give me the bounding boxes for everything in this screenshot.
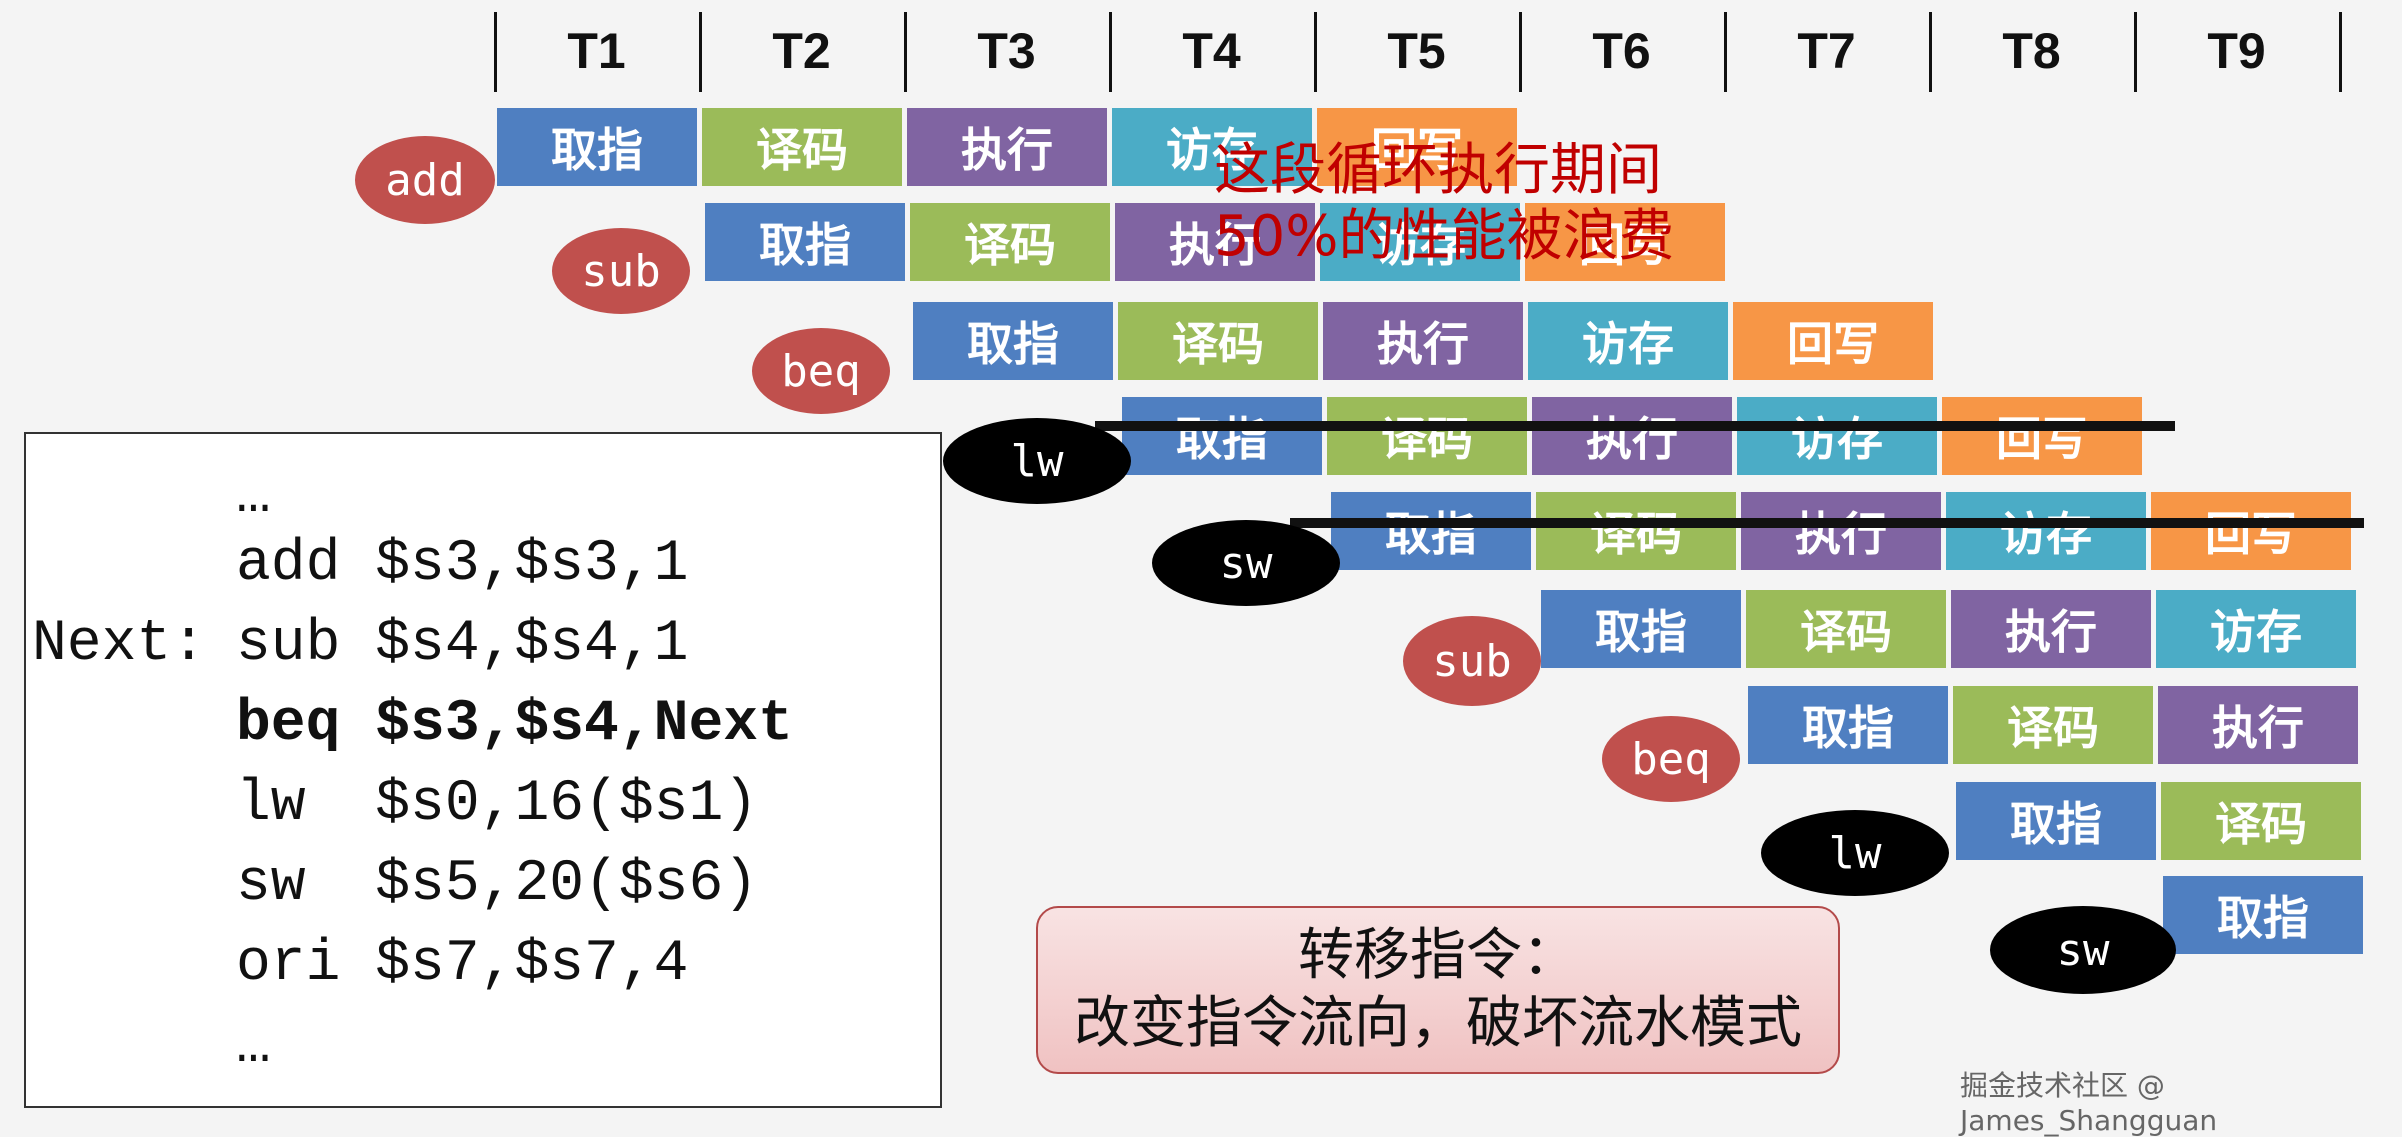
code-line: sub $s4,$s4,1 xyxy=(236,612,689,677)
stage-memory: 访存 xyxy=(2156,590,2356,668)
stage-writeback: 回写 xyxy=(2151,492,2351,570)
stage-fetch: 取指 xyxy=(1956,782,2156,860)
stage-decode: 译码 xyxy=(1536,492,1736,570)
strike-line xyxy=(1290,518,2364,528)
stage-execute: 执行 xyxy=(1115,203,1315,281)
code-listing: … add $s3,$s3,1 Next: sub $s4,$s4,1 beq … xyxy=(24,432,942,1108)
divider xyxy=(1724,12,1727,92)
stage-execute: 执行 xyxy=(1741,492,1941,570)
divider xyxy=(1109,12,1112,92)
divider xyxy=(2134,12,2137,92)
divider xyxy=(2339,12,2342,92)
waste-note-line1: 这段循环执行期间 xyxy=(1214,138,1662,203)
stage-execute: 执行 xyxy=(1951,590,2151,668)
divider xyxy=(1519,12,1522,92)
branch-callout: 转移指令： 改变指令流向，破坏流水模式 xyxy=(1036,906,1840,1074)
stage-fetch: 取指 xyxy=(1748,686,1948,764)
stage-writeback: 回写 xyxy=(1525,203,1725,281)
time-label-t9: T9 xyxy=(2207,23,2266,79)
code-line: lw $s0,16($s1) xyxy=(236,772,759,837)
stage-writeback: 回写 xyxy=(1317,108,1517,186)
stage-decode: 译码 xyxy=(1327,397,1527,475)
waste-note-line2: 50%的性能被浪费 xyxy=(1214,204,1675,269)
stage-execute: 执行 xyxy=(907,108,1107,186)
watermark: 掘金技术社区 @ James_Shangguan xyxy=(1960,1069,2218,1137)
time-label-t1: T1 xyxy=(567,23,626,79)
time-label-t5: T5 xyxy=(1387,23,1446,79)
instr-oval-sw: sw xyxy=(1152,520,1340,606)
stage-fetch: 取指 xyxy=(705,203,905,281)
stage-memory: 访存 xyxy=(1320,203,1520,281)
stage-execute: 执行 xyxy=(2158,686,2358,764)
instr-oval-add: add xyxy=(355,136,495,224)
stage-memory: 访存 xyxy=(1946,492,2146,570)
time-label-t4: T4 xyxy=(1182,23,1241,79)
time-label-t3: T3 xyxy=(977,23,1036,79)
branch-callout-text: 改变指令流向，破坏流水模式 xyxy=(1074,991,1802,1056)
divider xyxy=(1314,12,1317,92)
instr-oval-beq: beq xyxy=(752,328,890,414)
time-label-t6: T6 xyxy=(1592,23,1651,79)
stage-fetch: 取指 xyxy=(1331,492,1531,570)
stage-writeback: 回写 xyxy=(1733,302,1933,380)
divider xyxy=(1929,12,1932,92)
stage-decode: 译码 xyxy=(2161,782,2361,860)
divider xyxy=(494,12,497,92)
divider xyxy=(699,12,702,92)
stage-decode: 译码 xyxy=(1118,302,1318,380)
code-line: sw $s5,20($s6) xyxy=(236,852,759,917)
stage-memory: 访存 xyxy=(1737,397,1937,475)
time-label-t2: T2 xyxy=(772,23,831,79)
instr-oval-lw: lw xyxy=(1761,810,1949,896)
stage-fetch: 取指 xyxy=(2163,876,2363,954)
stage-memory: 访存 xyxy=(1528,302,1728,380)
code-line: ori $s7,$s7,4 xyxy=(236,932,689,997)
code-line: … xyxy=(236,464,271,529)
instr-oval-beq: beq xyxy=(1602,716,1740,802)
stage-execute: 执行 xyxy=(1532,397,1732,475)
instr-oval-sub: sub xyxy=(1403,616,1541,706)
stage-decode: 译码 xyxy=(910,203,1110,281)
code-label: Next: xyxy=(32,612,207,677)
stage-fetch: 取指 xyxy=(497,108,697,186)
stage-execute: 执行 xyxy=(1323,302,1523,380)
time-label-t7: T7 xyxy=(1797,23,1856,79)
stage-memory: 访存 xyxy=(1112,108,1312,186)
stage-fetch: 取指 xyxy=(1541,590,1741,668)
stage-fetch: 取指 xyxy=(1122,397,1322,475)
code-line-highlight: beq $s3,$s4,Next xyxy=(236,692,793,757)
divider xyxy=(904,12,907,92)
instr-oval-lw: lw xyxy=(943,418,1131,504)
stage-decode: 译码 xyxy=(702,108,902,186)
instr-oval-sw: sw xyxy=(1990,906,2176,994)
code-line: add $s3,$s3,1 xyxy=(236,532,689,597)
waste-note: 这段循环执行期间 50%的性能被浪费 xyxy=(1214,138,1674,270)
stage-fetch: 取指 xyxy=(913,302,1113,380)
time-label-t8: T8 xyxy=(2002,23,2061,79)
instr-oval-sub: sub xyxy=(552,228,690,314)
stage-decode: 译码 xyxy=(1746,590,1946,668)
stage-decode: 译码 xyxy=(1953,686,2153,764)
stage-writeback: 回写 xyxy=(1942,397,2142,475)
branch-callout-title: 转移指令： xyxy=(1298,923,1578,988)
strike-line xyxy=(1095,421,2175,431)
code-line: … xyxy=(236,1014,271,1079)
